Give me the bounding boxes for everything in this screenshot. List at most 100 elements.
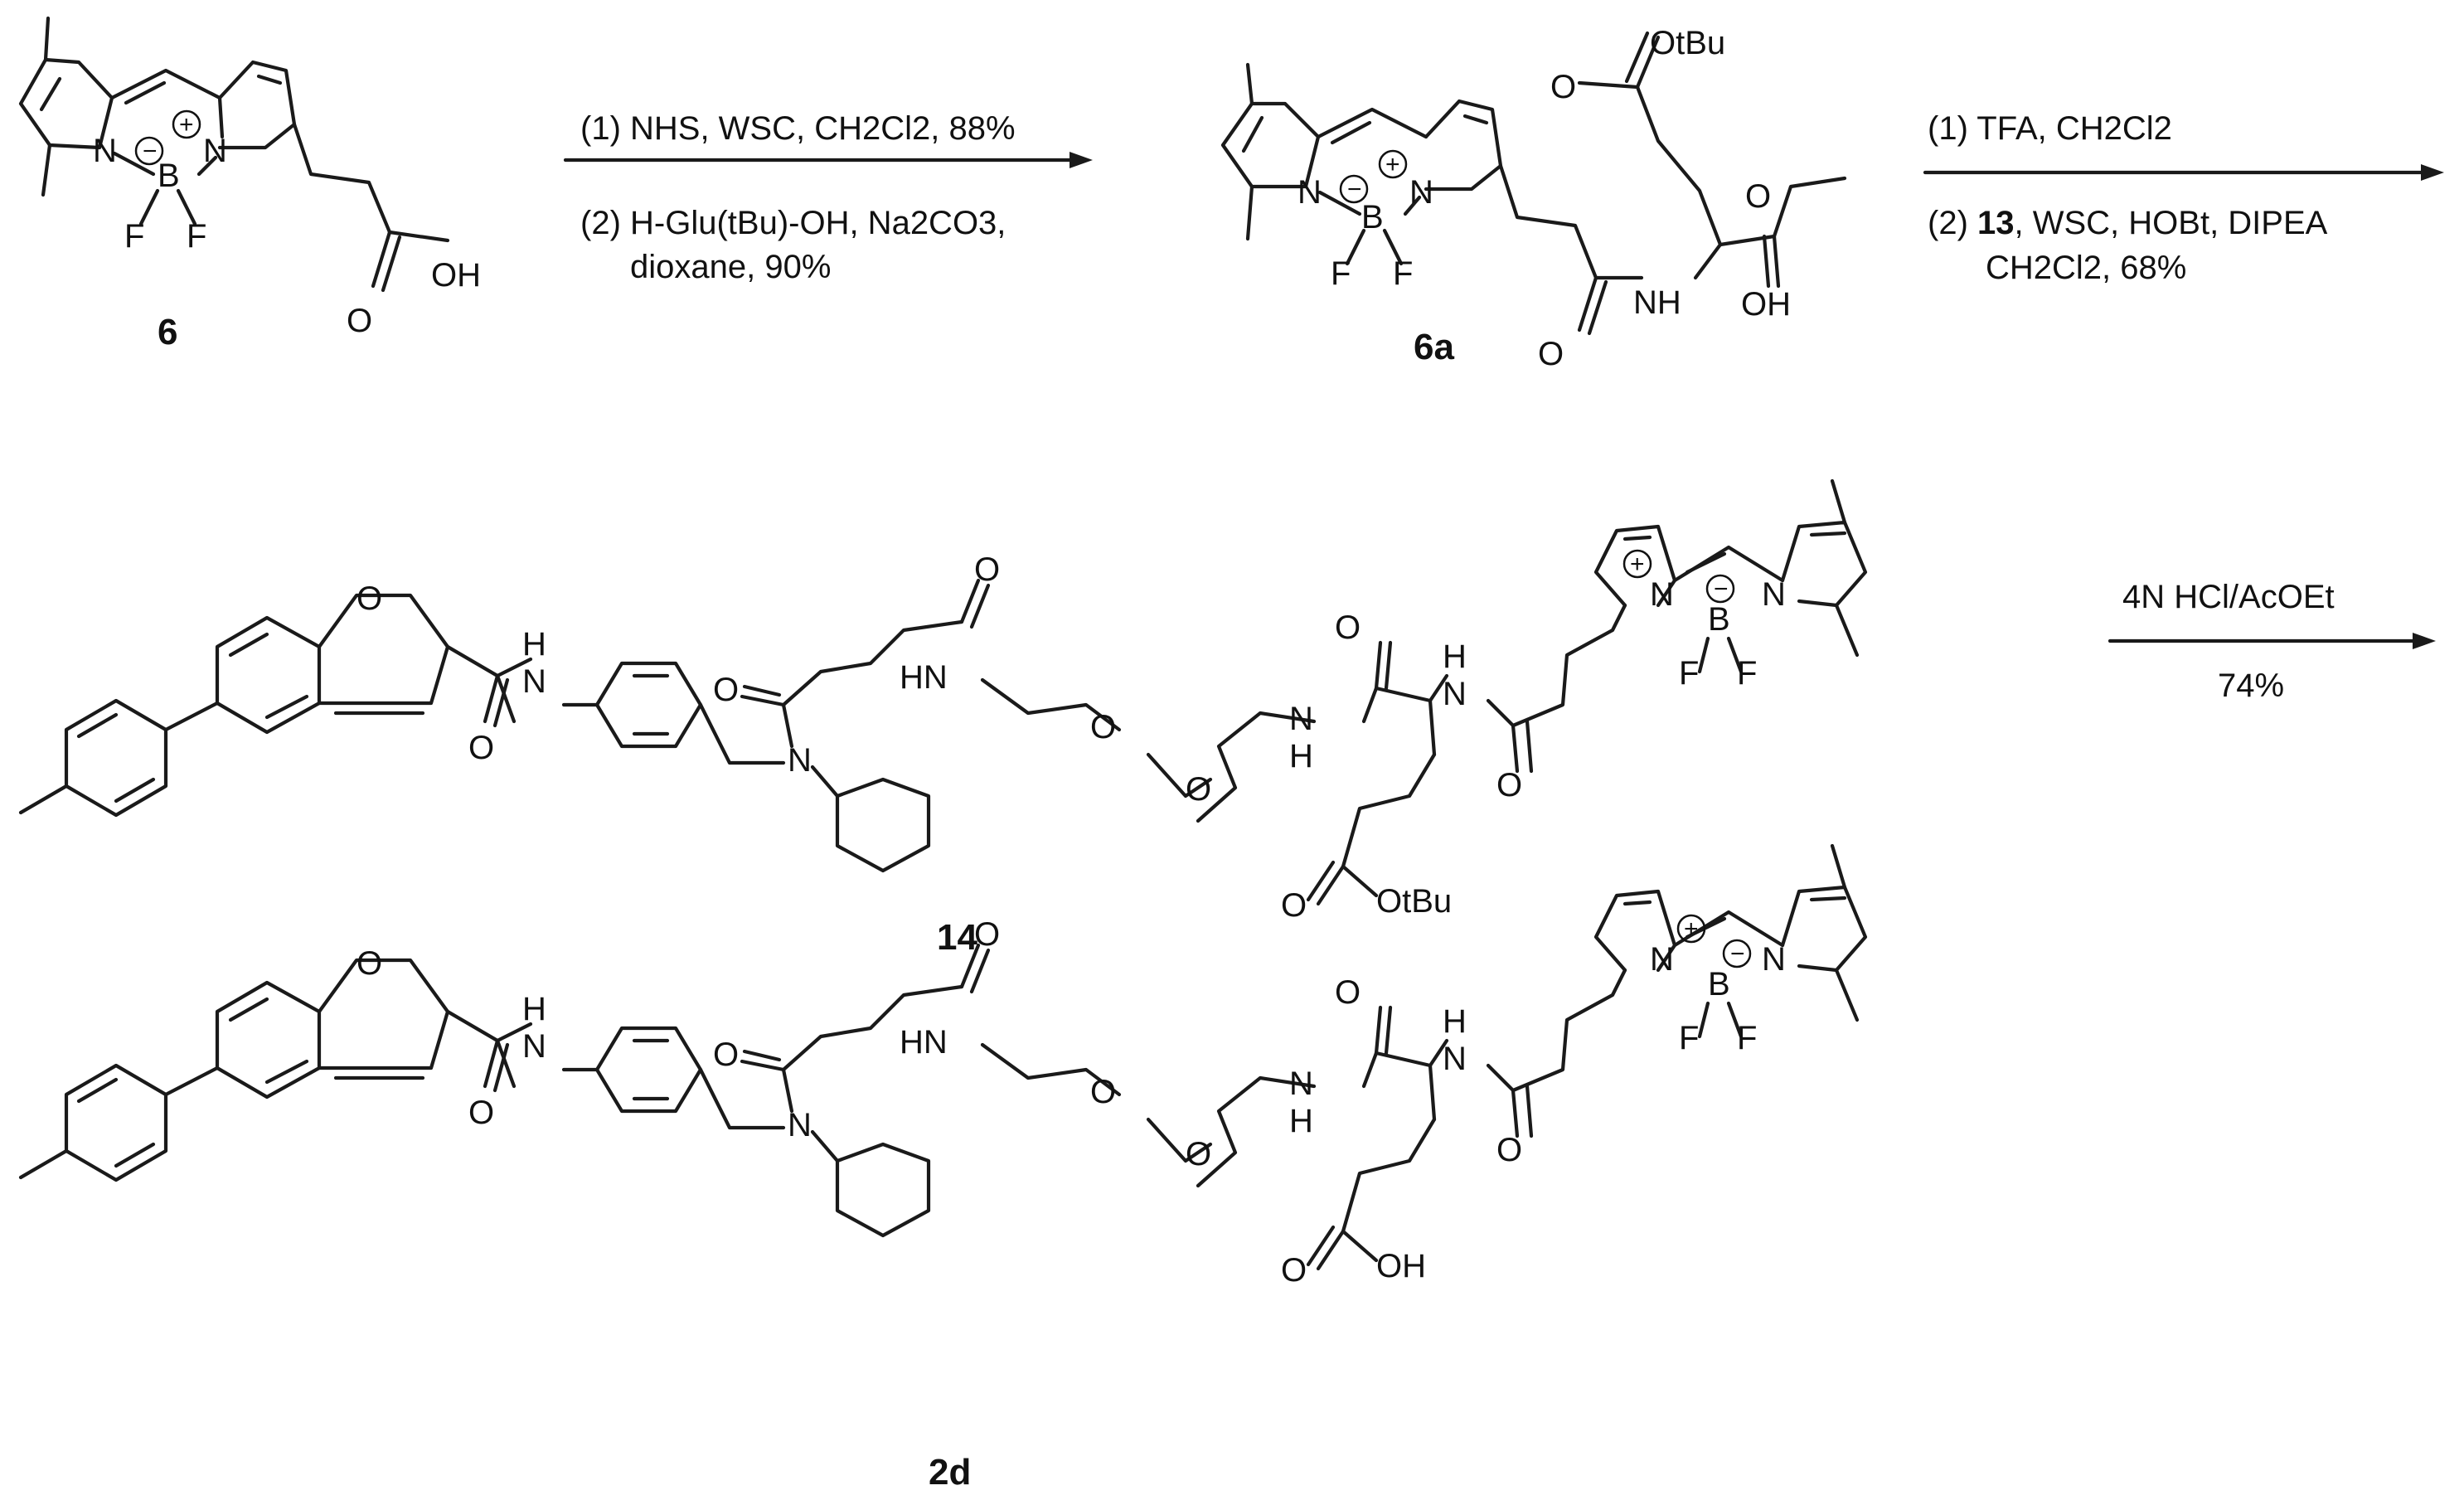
c6a-atom-NH: NH — [1633, 284, 1681, 321]
c6a-atom-F1: F — [1331, 255, 1351, 292]
step1-condition-line3: dioxane, 90% — [630, 249, 831, 285]
c14-atom-O1: O — [468, 730, 494, 766]
reaction-arrow-step2 — [1923, 164, 2444, 181]
c6-plus-charge-icon — [172, 109, 201, 139]
c14-atom-N4: N — [1443, 676, 1467, 712]
c14-atom-N6: N — [1762, 576, 1786, 613]
c6-atom-N1: N — [93, 133, 117, 169]
c14-atom-O2: O — [713, 672, 739, 708]
compound-14-structure — [18, 478, 1868, 906]
step2-line2-pre: (2) — [1928, 205, 1977, 241]
c14-atom-N5: N — [1650, 576, 1674, 613]
compound-label-6a: 6a — [1414, 327, 1454, 367]
c2d-atom-N3: N — [1289, 1066, 1313, 1102]
compound-6-structure — [18, 16, 450, 293]
c2d-atom-H4: H — [1443, 1003, 1467, 1040]
step2-line2-post: , WSC, HOBt, DIPEA — [2015, 205, 2328, 241]
c2d-atom-N2: N — [788, 1107, 812, 1143]
step2-condition-line2: (2) 13, WSC, HOBt, DIPEA — [1928, 205, 2328, 241]
step1-condition-line2: (2) H-Glu(tBu)-OH, Na2CO3, — [580, 205, 1006, 241]
c14-plus-charge-icon — [1622, 549, 1652, 579]
c14-minus-charge-icon — [1705, 574, 1735, 604]
step2-line2-bold: 13 — [1977, 205, 2015, 241]
c14-atom-OtBu: OtBu — [1376, 883, 1452, 920]
c2d-atom-F1: F — [1679, 1020, 1699, 1056]
compound-2d-structure — [18, 843, 1868, 1271]
step1-condition-line1: (1) NHS, WSC, CH2Cl2, 88% — [580, 110, 1016, 147]
c6-atom-O: O — [347, 303, 372, 339]
c14-atom-H3: H — [1289, 738, 1313, 774]
compound-6a-structure — [1220, 31, 1847, 336]
c2d-atom-H1: H — [522, 991, 546, 1027]
c14-minus-sign: − — [1714, 575, 1729, 603]
step2-condition-line3: CH2Cl2, 68% — [1986, 250, 2186, 286]
c14-atom-H1: H — [522, 626, 546, 663]
c2d-atom-OH: OH — [1376, 1248, 1426, 1284]
c2d-atom-F2: F — [1737, 1020, 1757, 1056]
c6-atom-B: B — [158, 158, 180, 194]
c2d-atom-O2: O — [713, 1036, 739, 1073]
c6a-minus-charge-icon — [1339, 174, 1369, 204]
c6a-plus-charge-icon — [1378, 149, 1408, 179]
c6-minus-charge-icon — [134, 136, 164, 166]
compound-2d-atoms: O H N O N O O HN O O N H O H N O O OH N … — [357, 914, 1786, 1289]
c14-atom-O3: O — [974, 551, 1000, 588]
c14-atom-N3: N — [1289, 701, 1313, 737]
c14-atom-O8: O — [1281, 887, 1307, 924]
c2d-plus-charge-icon — [1676, 914, 1706, 944]
c2d-atom-O3: O — [974, 916, 1000, 953]
c14-plus-sign: + — [1630, 551, 1645, 578]
c2d-atom-N6: N — [1762, 941, 1786, 978]
c14-atom-N2: N — [788, 742, 812, 779]
c14-atom-O6: O — [1335, 609, 1361, 646]
c6a-minus-sign: − — [1347, 176, 1362, 203]
c6-atom-F2: F — [187, 218, 206, 255]
step2-condition-line1-text: (1) TFA, CH2Cl2 — [1928, 110, 2172, 147]
c6-atom-OH: OH — [431, 257, 481, 294]
c14-atom-HN: HN — [900, 659, 948, 696]
c6a-atom-O-acid: O — [1745, 178, 1771, 215]
compound-label-14: 14 — [937, 917, 977, 958]
reaction-arrow-step1 — [563, 152, 1093, 168]
c2d-minus-sign: − — [1730, 940, 1745, 968]
c2d-atom-O6: O — [1335, 974, 1361, 1011]
c14-atom-O5: O — [1186, 771, 1211, 808]
c14-atom-O4: O — [1090, 709, 1116, 745]
c2d-atom-B: B — [1708, 966, 1730, 1002]
c6-plus-sign: + — [179, 111, 194, 138]
c2d-atom-O5: O — [1186, 1136, 1211, 1172]
c6a-atom-O-ester: O — [1550, 69, 1576, 105]
c14-atom-F1: F — [1679, 655, 1699, 692]
c2d-atom-HN: HN — [900, 1024, 948, 1061]
c14-atom-H4: H — [1443, 638, 1467, 675]
compound-label-6: 6 — [158, 312, 177, 352]
c2d-atom-O7: O — [1496, 1132, 1522, 1168]
c2d-atom-O8: O — [1281, 1252, 1307, 1289]
c14-atom-F2: F — [1737, 655, 1757, 692]
c14-atom-B: B — [1708, 601, 1730, 638]
c2d-minus-charge-icon — [1722, 939, 1752, 968]
c2d-atom-O4: O — [1090, 1074, 1116, 1110]
c14-atom-O7: O — [1496, 767, 1522, 803]
c2d-atom-O-ring: O — [357, 945, 382, 982]
c6a-atom-OH: OH — [1741, 286, 1791, 323]
c6-atom-F1: F — [124, 218, 144, 255]
c2d-atom-H3: H — [1289, 1103, 1313, 1139]
c6a-plus-sign: + — [1385, 151, 1400, 178]
c2d-atom-O1: O — [468, 1095, 494, 1131]
c14-atom-N1: N — [522, 663, 546, 700]
step3-condition-line1: 4N HCl/AcOEt — [2122, 579, 2335, 615]
c6a-atom-N1: N — [1297, 174, 1322, 211]
compound-label-2d: 2d — [929, 1452, 971, 1493]
c6a-atom-F2: F — [1393, 255, 1413, 292]
c2d-plus-sign: + — [1684, 915, 1699, 943]
reaction-arrow-step3 — [2107, 633, 2436, 649]
c6-minus-sign: − — [143, 138, 158, 165]
c6a-atom-B: B — [1361, 199, 1384, 235]
c14-atom-O-ring: O — [357, 580, 382, 617]
c2d-atom-N5: N — [1650, 941, 1674, 978]
c6a-atom-OtBu: OtBu — [1650, 25, 1725, 61]
step3-condition-line2: 74% — [2218, 667, 2284, 704]
c2d-atom-N1: N — [522, 1028, 546, 1065]
